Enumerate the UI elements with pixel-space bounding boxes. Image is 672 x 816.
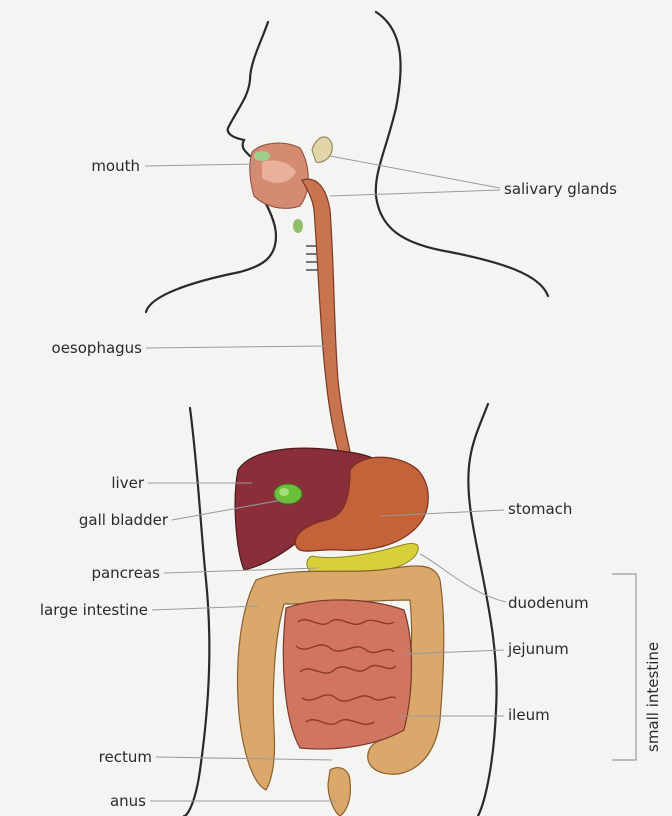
label-small-intestine: small intestine xyxy=(644,642,662,752)
leader-mouth xyxy=(145,164,256,166)
leader-large-intestine xyxy=(152,606,258,610)
label-gall-bladder: gall bladder xyxy=(20,511,168,529)
label-duodenum: duodenum xyxy=(508,594,589,612)
small-intestine-shape xyxy=(283,600,411,749)
label-oesophagus: oesophagus xyxy=(10,339,142,357)
leader-oesophagus xyxy=(146,346,326,348)
small-intestine-bracket xyxy=(612,574,636,760)
label-large-intestine: large intestine xyxy=(4,601,148,619)
label-liver: liver xyxy=(60,474,144,492)
leader-salivary-1 xyxy=(330,156,500,188)
label-salivary-glands: salivary glands xyxy=(504,180,617,198)
label-jejunum: jejunum xyxy=(508,640,569,658)
leader-rectum xyxy=(156,757,332,760)
mouth-cavity-shape xyxy=(250,143,308,208)
label-ileum: ileum xyxy=(508,706,550,724)
label-rectum: rectum xyxy=(40,748,152,766)
label-stomach: stomach xyxy=(508,500,572,518)
label-mouth: mouth xyxy=(40,157,140,175)
oesophagus-shape xyxy=(302,179,354,472)
label-pancreas: pancreas xyxy=(20,564,160,582)
leader-salivary-2 xyxy=(330,190,500,196)
label-anus: anus xyxy=(40,792,146,810)
rectum-shape xyxy=(328,768,350,816)
